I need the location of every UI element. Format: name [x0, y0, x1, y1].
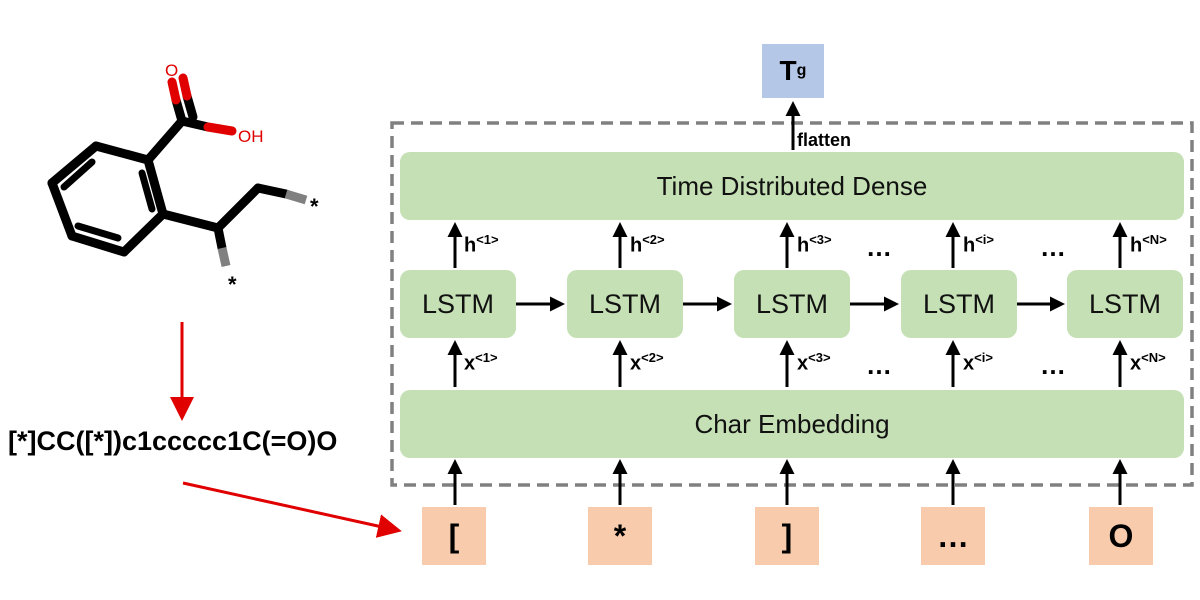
smiles-to-tokens-arrow [182, 481, 402, 538]
input-label: x<1> [464, 350, 498, 375]
lstm-label: LSTM [588, 288, 661, 319]
molecule-structure: O OH * * [47, 61, 319, 297]
hidden-state-label: h<N> [1130, 232, 1167, 257]
char-embedding-layer: Char Embedding [400, 390, 1184, 458]
atom-oh-label: OH [238, 127, 264, 146]
ring-inner-bond [60, 158, 96, 191]
bond-o-red-b [178, 73, 192, 101]
token-label: * [613, 517, 627, 554]
benzene-ring [47, 141, 168, 257]
atom-o-label: O [165, 61, 178, 80]
attach-bond-right [284, 189, 308, 205]
bond-o-red-a [167, 77, 181, 105]
input-label: x<2> [630, 350, 664, 375]
lstm-cell: LSTM [567, 270, 683, 338]
ring-bond [67, 231, 129, 257]
attachment-star-right: * [310, 194, 319, 219]
ellipsis: … [1040, 350, 1067, 380]
bond-ch2-ch2 [253, 183, 291, 199]
lstm-cell: LSTM [901, 270, 1017, 338]
token-box: [ [422, 507, 486, 565]
hidden-state-label: h<i> [963, 232, 995, 257]
output-symbol: T [779, 55, 797, 86]
ring-bond [47, 141, 101, 188]
attach-bond-bottom [217, 247, 231, 267]
ring-bond [47, 178, 77, 241]
dense-label: Time Distributed Dense [656, 170, 928, 201]
attachment-star-bottom: * [228, 272, 237, 297]
hidden-arrows [447, 222, 1128, 268]
token-box: ] [755, 507, 819, 565]
ellipsis: … [866, 232, 893, 262]
lstm-label: LSTM [922, 288, 995, 319]
bond-oh-red [203, 122, 237, 136]
time-distributed-dense-layer: Time Distributed Dense [400, 152, 1184, 220]
ellipsis: … [866, 350, 893, 380]
ellipsis: … [1040, 232, 1067, 262]
bond-ring-ch [158, 209, 223, 233]
input-label: x<i> [963, 350, 993, 375]
token-label: … [937, 517, 969, 554]
bond-ch-down [213, 223, 227, 253]
ring-bond [119, 209, 168, 257]
lstm-cell: LSTM [400, 270, 516, 338]
side-chain-bonds [143, 91, 291, 253]
ring-inner-bond [74, 222, 122, 242]
ring-bond [91, 141, 153, 165]
hidden-state-label: h<1> [464, 232, 499, 257]
bond-ch-ch2 [213, 183, 263, 233]
input-label: x<N> [1130, 350, 1166, 375]
token-box: … [921, 507, 985, 565]
bond-to-carboxyl [143, 116, 187, 165]
ring-bond [143, 155, 168, 219]
lstm-cell: LSTM [1067, 270, 1183, 338]
lstm-label: LSTM [755, 288, 828, 319]
embedding-label: Char Embedding [694, 408, 890, 439]
ring-inner-bond [138, 169, 156, 213]
input-label: x<3> [797, 350, 831, 375]
token-box: * [588, 507, 652, 565]
token-label: O [1108, 517, 1134, 554]
hidden-state-label: h<3> [797, 232, 832, 257]
smiles-string: [*]CC([*])c1ccccc1C(=O)O [8, 426, 338, 456]
token-box: O [1089, 507, 1153, 565]
output-subscript: g [796, 62, 807, 79]
lstm-label: LSTM [421, 288, 494, 319]
input-arrows [447, 340, 1128, 387]
token-arrows [447, 459, 1128, 505]
token-label: ] [781, 517, 793, 554]
token-label: [ [448, 517, 460, 554]
lstm-label: LSTM [1088, 288, 1161, 319]
attachment-bonds [217, 189, 308, 267]
heteroatom-bonds [167, 73, 237, 136]
lstm-cell: LSTM [734, 270, 850, 338]
flatten-label: flatten [797, 130, 851, 150]
hidden-state-label: h<2> [630, 232, 665, 257]
